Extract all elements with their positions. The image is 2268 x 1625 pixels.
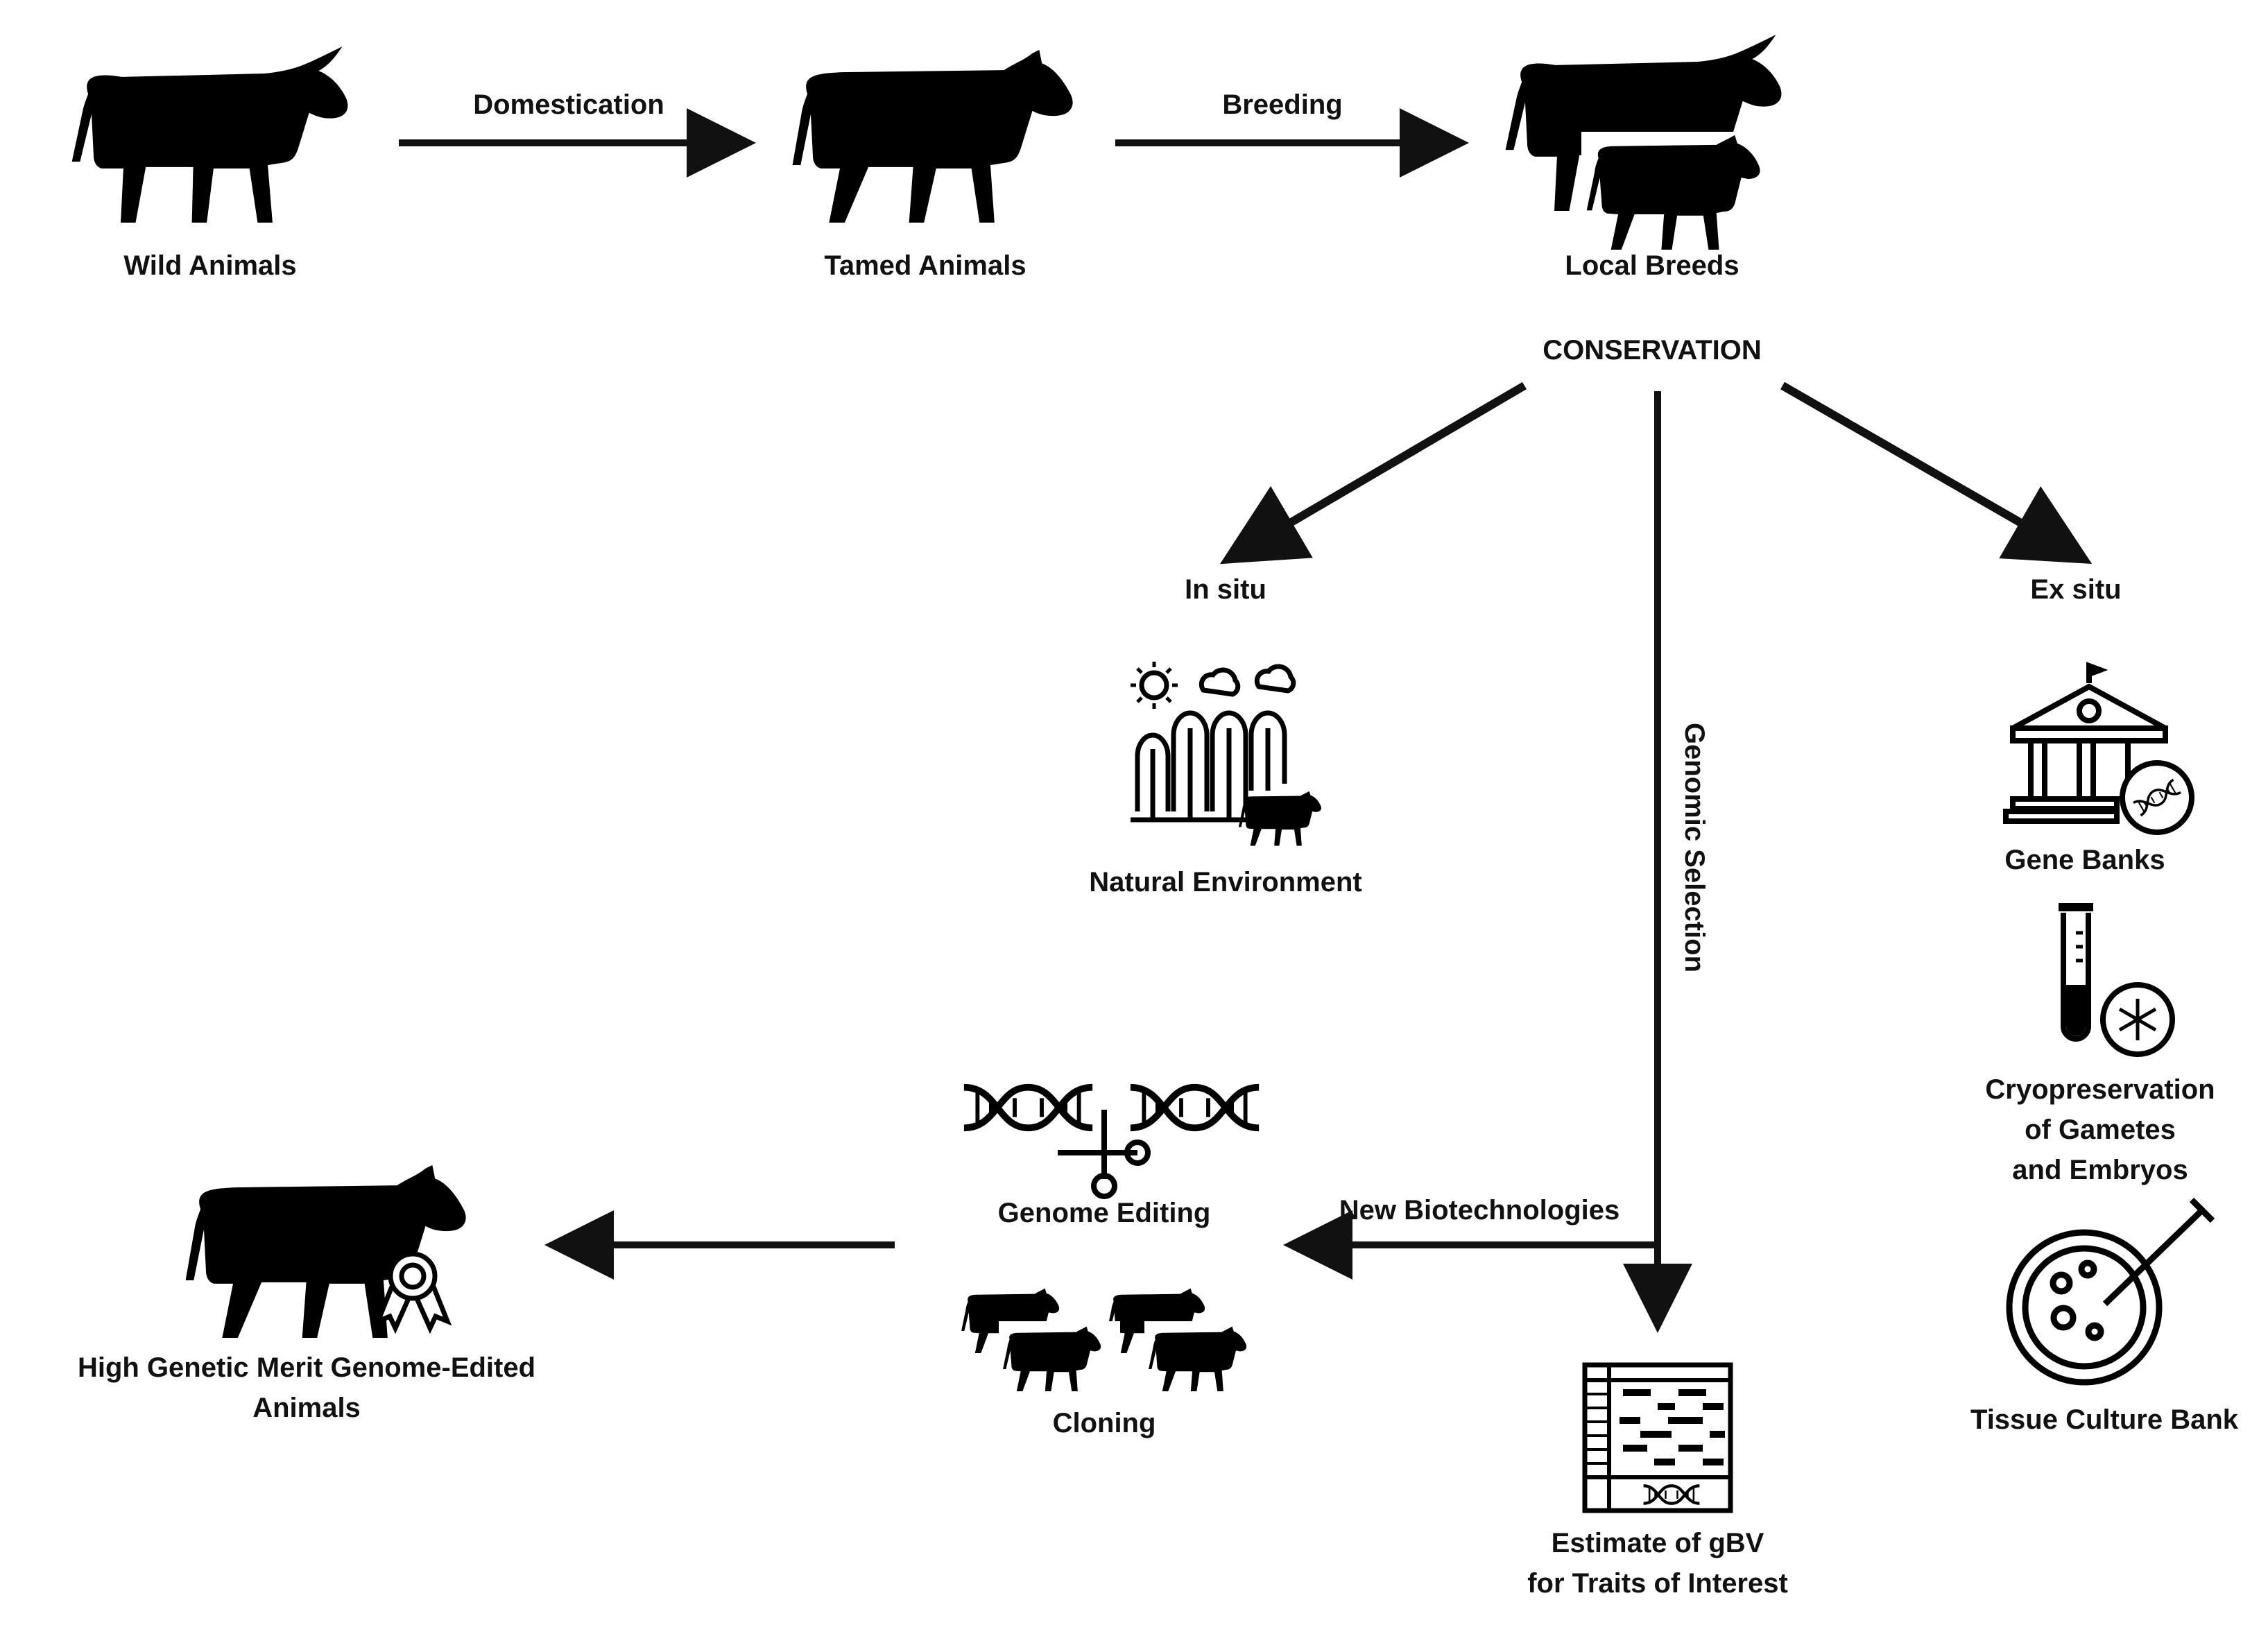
landscape-icon	[1131, 662, 1297, 823]
cow-with-calf-icon	[1505, 34, 1789, 250]
node-cryo-line2: of Gametes	[2025, 1115, 2176, 1145]
node-gbv-line1: Estimate of gBV	[1551, 1528, 1764, 1558]
edge-domestication: Domestication	[473, 89, 664, 120]
dna-right-icon	[1131, 1087, 1259, 1128]
scissors-icon	[1058, 1110, 1151, 1199]
arrow-in-situ	[1219, 381, 1527, 565]
edge-new-biotechnologies: New Biotechnologies	[1339, 1195, 1620, 1226]
node-tissue-culture-bank: Tissue Culture Bank	[1970, 1404, 2239, 1435]
node-gene-banks: Gene Banks	[2004, 845, 2165, 875]
node-high-merit-line2: Animals	[252, 1393, 361, 1423]
cloned-cows-icon	[961, 1288, 1266, 1394]
edge-genomic-selection: Genomic Selection	[1679, 722, 1710, 973]
edge-breeding: Breeding	[1222, 89, 1343, 120]
cow-icon	[792, 49, 1073, 223]
node-cloning: Cloning	[1052, 1408, 1156, 1438]
node-gbv-line2: for Traits of Interest	[1527, 1568, 1788, 1599]
node-cryo-line1: Cryopreservation	[1985, 1074, 2215, 1105]
test-tube-icon	[2059, 903, 2175, 1057]
genomic-table-icon	[1582, 1362, 1733, 1513]
node-tamed-animals: Tamed Animals	[824, 250, 1026, 281]
small-cow-icon	[1238, 791, 1321, 846]
gene-bank-building-icon	[2003, 662, 2194, 835]
node-genome-editing: Genome Editing	[997, 1198, 1211, 1228]
bull-icon	[71, 46, 348, 223]
node-local-breeds: Local Breeds	[1565, 250, 1739, 281]
node-in-situ: In situ	[1185, 574, 1266, 605]
node-ex-situ: Ex situ	[2030, 574, 2122, 605]
node-conservation: CONSERVATION	[1543, 335, 1762, 366]
petri-dish-icon	[2006, 1197, 2215, 1386]
award-ribbon-icon	[373, 1251, 452, 1334]
node-wild-animals: Wild Animals	[123, 250, 297, 281]
dna-left-icon	[964, 1087, 1092, 1128]
node-natural-environment: Natural Environment	[1089, 867, 1362, 897]
node-high-merit-line1: High Genetic Merit Genome-Edited	[77, 1352, 536, 1383]
node-cryo-line3: and Embryos	[2012, 1155, 2188, 1185]
arrow-ex-situ	[1780, 381, 2093, 564]
